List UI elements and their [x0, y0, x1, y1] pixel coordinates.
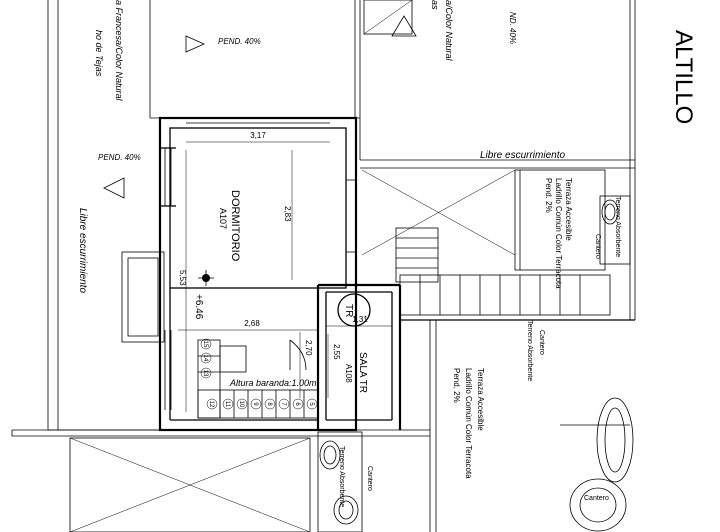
- step-7: 7: [280, 402, 286, 406]
- drawing-labels: ALTILLO ho de Tejas a Francesa/Color Nat…: [77, 0, 697, 507]
- level-marker: [198, 270, 214, 286]
- roof-tile-label-right-2: a/Color Natural: [444, 0, 454, 62]
- terrace-top-line-3: Pend. 2%: [544, 178, 553, 213]
- dim-317: 3,17: [250, 131, 266, 140]
- step-14: 14: [202, 355, 208, 362]
- terrace-bottom-line-1: Terraza Accesible: [476, 368, 485, 431]
- slope-label-right-top: ND. 40%: [508, 12, 517, 44]
- slope-label-left-top: PEND. 40%: [218, 37, 261, 46]
- dim-283: 2,83: [283, 206, 292, 222]
- planter-middle: [317, 431, 363, 532]
- slope-label-left-mid: PEND. 40%: [98, 153, 141, 162]
- roof-tile-label-left-2: a Francesa/Color Natural: [114, 0, 124, 102]
- slope-arrows: [103, 15, 417, 199]
- planter-top-right: [599, 195, 631, 265]
- step-13: 13: [202, 370, 208, 377]
- step-11: 11: [224, 401, 230, 408]
- dormitorio-name: DORMITORIO: [229, 190, 241, 262]
- planter-mid-label-2: Terreno Absorbente: [526, 320, 533, 381]
- step-10: 10: [238, 401, 244, 408]
- dim-270: 2,70: [304, 340, 313, 356]
- level-label: +6.46: [193, 294, 204, 320]
- dormitorio-walls: [121, 116, 402, 432]
- plan-title: ALTILLO: [670, 30, 697, 124]
- terrace-bottom-line-3: Pend. 2%: [452, 368, 461, 403]
- sala-code: A108: [344, 364, 353, 383]
- step-9: 9: [252, 402, 258, 406]
- stair-step-numbers: 15 14 13 12 11 10 9 8 7 6 5: [200, 338, 318, 410]
- planter-bottom-right: [560, 397, 634, 532]
- step-8: 8: [266, 402, 272, 406]
- dim-268: 2,68: [244, 319, 260, 328]
- door-swing: [289, 339, 307, 371]
- planter-bottom-right-label: Cantero: [584, 495, 609, 502]
- external-stair: [395, 227, 635, 321]
- dormitorio-code: A107: [218, 208, 228, 229]
- roof-outline: [11, 0, 636, 437]
- planter-top-right-label-2: Cantero: [594, 234, 601, 259]
- step-12: 12: [208, 401, 214, 408]
- sala-name: SALA TR: [357, 352, 368, 393]
- dim-131: 1,31: [352, 315, 368, 324]
- roof-tile-label-right-1: as: [430, 0, 440, 10]
- terrace-bottom-line-2: Ladrillo Común Color Terracota: [464, 368, 473, 479]
- step-15: 15: [202, 341, 208, 348]
- terrace-top-line-2: Ladrillo Común Color Terracota: [554, 178, 563, 289]
- step-6: 6: [294, 402, 300, 406]
- terrace-top-line-1: Terraza Accesible: [564, 178, 573, 241]
- runoff-label-vertical: Libre escurrimiento: [77, 208, 88, 293]
- dim-553: 5,53: [178, 270, 187, 286]
- planter-bottom-label-2: Terreno Absorbente: [338, 446, 345, 507]
- tank-label: TR: [343, 304, 354, 317]
- terrace-boundaries: [429, 169, 606, 532]
- railing-label: Altura baranda:1.00m: [229, 378, 317, 388]
- planter-top-right-label-1: Terreno Absorbente: [614, 196, 621, 257]
- void-cross-lines: [69, 169, 516, 532]
- planter-mid-label-1: Cantero: [538, 330, 545, 355]
- dimension-lines: [178, 141, 392, 412]
- step-5: 5: [308, 402, 314, 406]
- water-tank-circle: [337, 293, 371, 327]
- planter-bottom-label-1: Cantero: [366, 466, 373, 491]
- roof-tile-label-left-1: ho de Tejas: [94, 30, 104, 77]
- dim-255: 2,55: [332, 344, 341, 360]
- runoff-label-horizontal: Libre escurrimiento: [480, 150, 565, 161]
